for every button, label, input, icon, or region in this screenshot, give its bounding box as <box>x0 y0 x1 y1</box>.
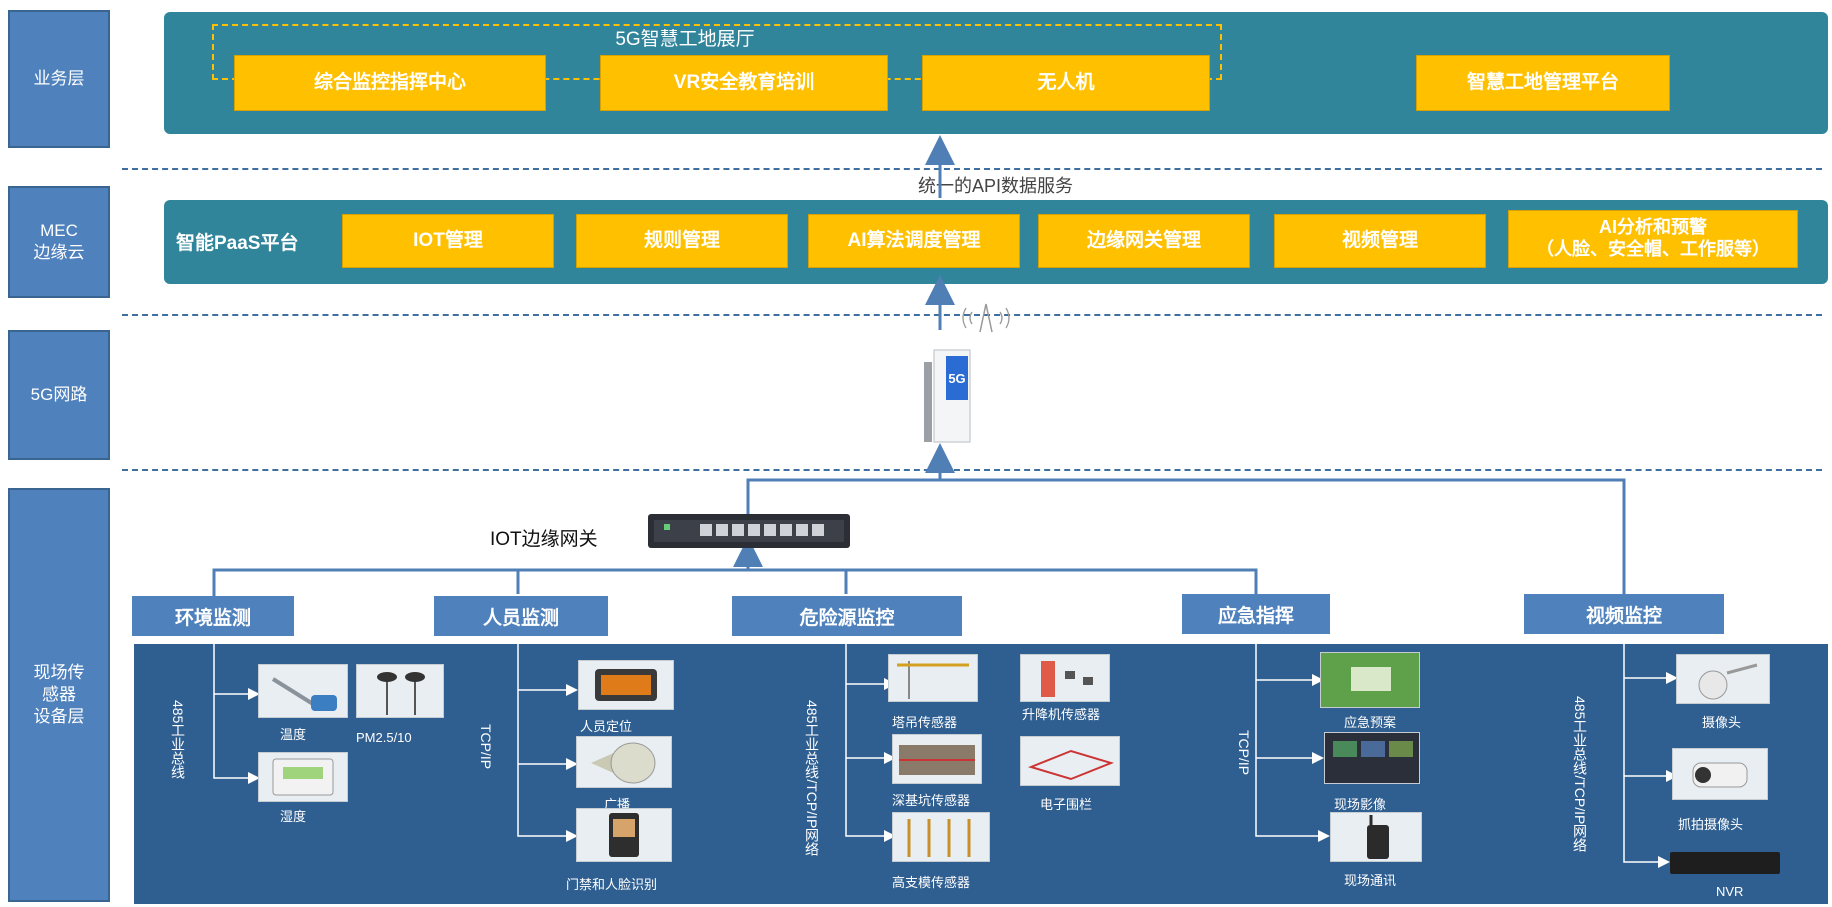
box-rule-management: 规则管理 <box>576 214 788 268</box>
layer-label-sensor: 现场传 感器 设备层 <box>8 488 110 902</box>
device-site-video: 现场影像 <box>1334 797 1387 812</box>
category-environment: 环境监测 <box>132 596 294 636</box>
category-personnel: 人员监测 <box>434 596 608 636</box>
box-edge-gateway-management: 边缘网关管理 <box>1038 214 1250 268</box>
layer-label-network: 5G网路 <box>8 330 110 460</box>
showroom-title: 5G智慧工地展厅 <box>615 29 755 50</box>
box-vr-training: VR安全教育培训 <box>600 55 888 111</box>
api-label: 统一的API数据服务 <box>918 176 1074 196</box>
separator-1 <box>122 168 1822 170</box>
bus-label-env: 485工业总线 <box>170 700 186 780</box>
device-camera: 摄像头 <box>1702 715 1742 730</box>
device-site-radio: 现场通讯 <box>1344 873 1397 888</box>
line-categories-to-gateway <box>212 568 1258 596</box>
positioning-device-image <box>578 660 674 710</box>
category-emergency: 应急指挥 <box>1182 594 1330 634</box>
device-access-control: 门禁和人脸识别 <box>566 877 658 892</box>
device-electronic-fence: 电子围栏 <box>1040 797 1093 812</box>
5g-tower-icon: 5G <box>924 303 1010 443</box>
device-nvr: NVR <box>1716 884 1744 899</box>
broadcast-speaker-image <box>576 736 672 788</box>
box-ai-analysis: AI分析和预警 （人脸、安全帽、工作服等） <box>1508 210 1798 268</box>
category-hazard: 危险源监控 <box>732 596 962 636</box>
box-drone: 无人机 <box>922 55 1210 111</box>
site-video-image <box>1324 732 1420 784</box>
capture-camera-image <box>1672 748 1768 800</box>
device-humidity: 湿度 <box>280 809 307 824</box>
nvr-image <box>1670 852 1780 874</box>
box-iot-management: IOT管理 <box>342 214 554 268</box>
bus-label-personnel: TCP/IP <box>478 724 494 770</box>
device-high-formwork: 高支模传感器 <box>892 875 971 890</box>
device-emergency-plan: 应急预案 <box>1344 715 1397 730</box>
bus-label-hazard: 485工业总线/TCP/IP网络 <box>804 700 820 857</box>
separator-3 <box>122 469 1822 471</box>
access-control-image <box>576 808 672 862</box>
line-gateway-to-tower <box>746 478 1626 594</box>
device-temperature: 温度 <box>280 727 307 742</box>
tower-crane-sensor-image <box>888 654 978 702</box>
foundation-pit-sensor-image <box>892 734 982 784</box>
box-management-platform: 智慧工地管理平台 <box>1416 55 1670 111</box>
layer-label-mec: MEC 边缘云 <box>8 186 110 298</box>
layer-label-business: 业务层 <box>8 10 110 148</box>
emergency-plan-image <box>1320 652 1420 708</box>
humidity-sensor-image <box>258 752 348 802</box>
site-radio-image <box>1330 812 1422 862</box>
box-monitor-center: 综合监控指挥中心 <box>234 55 546 111</box>
high-formwork-sensor-image <box>892 812 990 862</box>
tower-5g-text: 5G <box>948 371 965 386</box>
bus-label-video: 485工业总线/TCP/IP网络 <box>1572 696 1588 853</box>
bus-label-emergency: TCP/IP <box>1236 730 1252 776</box>
electronic-fence-image <box>1020 736 1120 786</box>
device-tower-crane: 塔吊传感器 <box>892 715 958 730</box>
camera-image <box>1676 654 1770 704</box>
device-capture-camera: 抓拍摄像头 <box>1678 817 1744 832</box>
device-positioning: 人员定位 <box>580 719 633 734</box>
box-ai-scheduling: AI算法调度管理 <box>808 214 1020 268</box>
temperature-sensor-image <box>258 664 348 718</box>
device-foundation-pit: 深基坑传感器 <box>892 793 971 808</box>
box-video-management: 视频管理 <box>1274 214 1486 268</box>
gateway-label: IOT边缘网关 <box>490 529 598 550</box>
gateway-device-icon <box>648 514 850 548</box>
device-elevator: 升降机传感器 <box>1022 707 1101 722</box>
separator-2 <box>122 314 1822 316</box>
paas-label: 智能PaaS平台 <box>176 233 299 254</box>
pm-sensor-image <box>356 664 444 718</box>
device-pm: PM2.5/10 <box>356 730 412 745</box>
elevator-sensor-image <box>1020 654 1110 702</box>
category-video: 视频监控 <box>1524 594 1724 634</box>
